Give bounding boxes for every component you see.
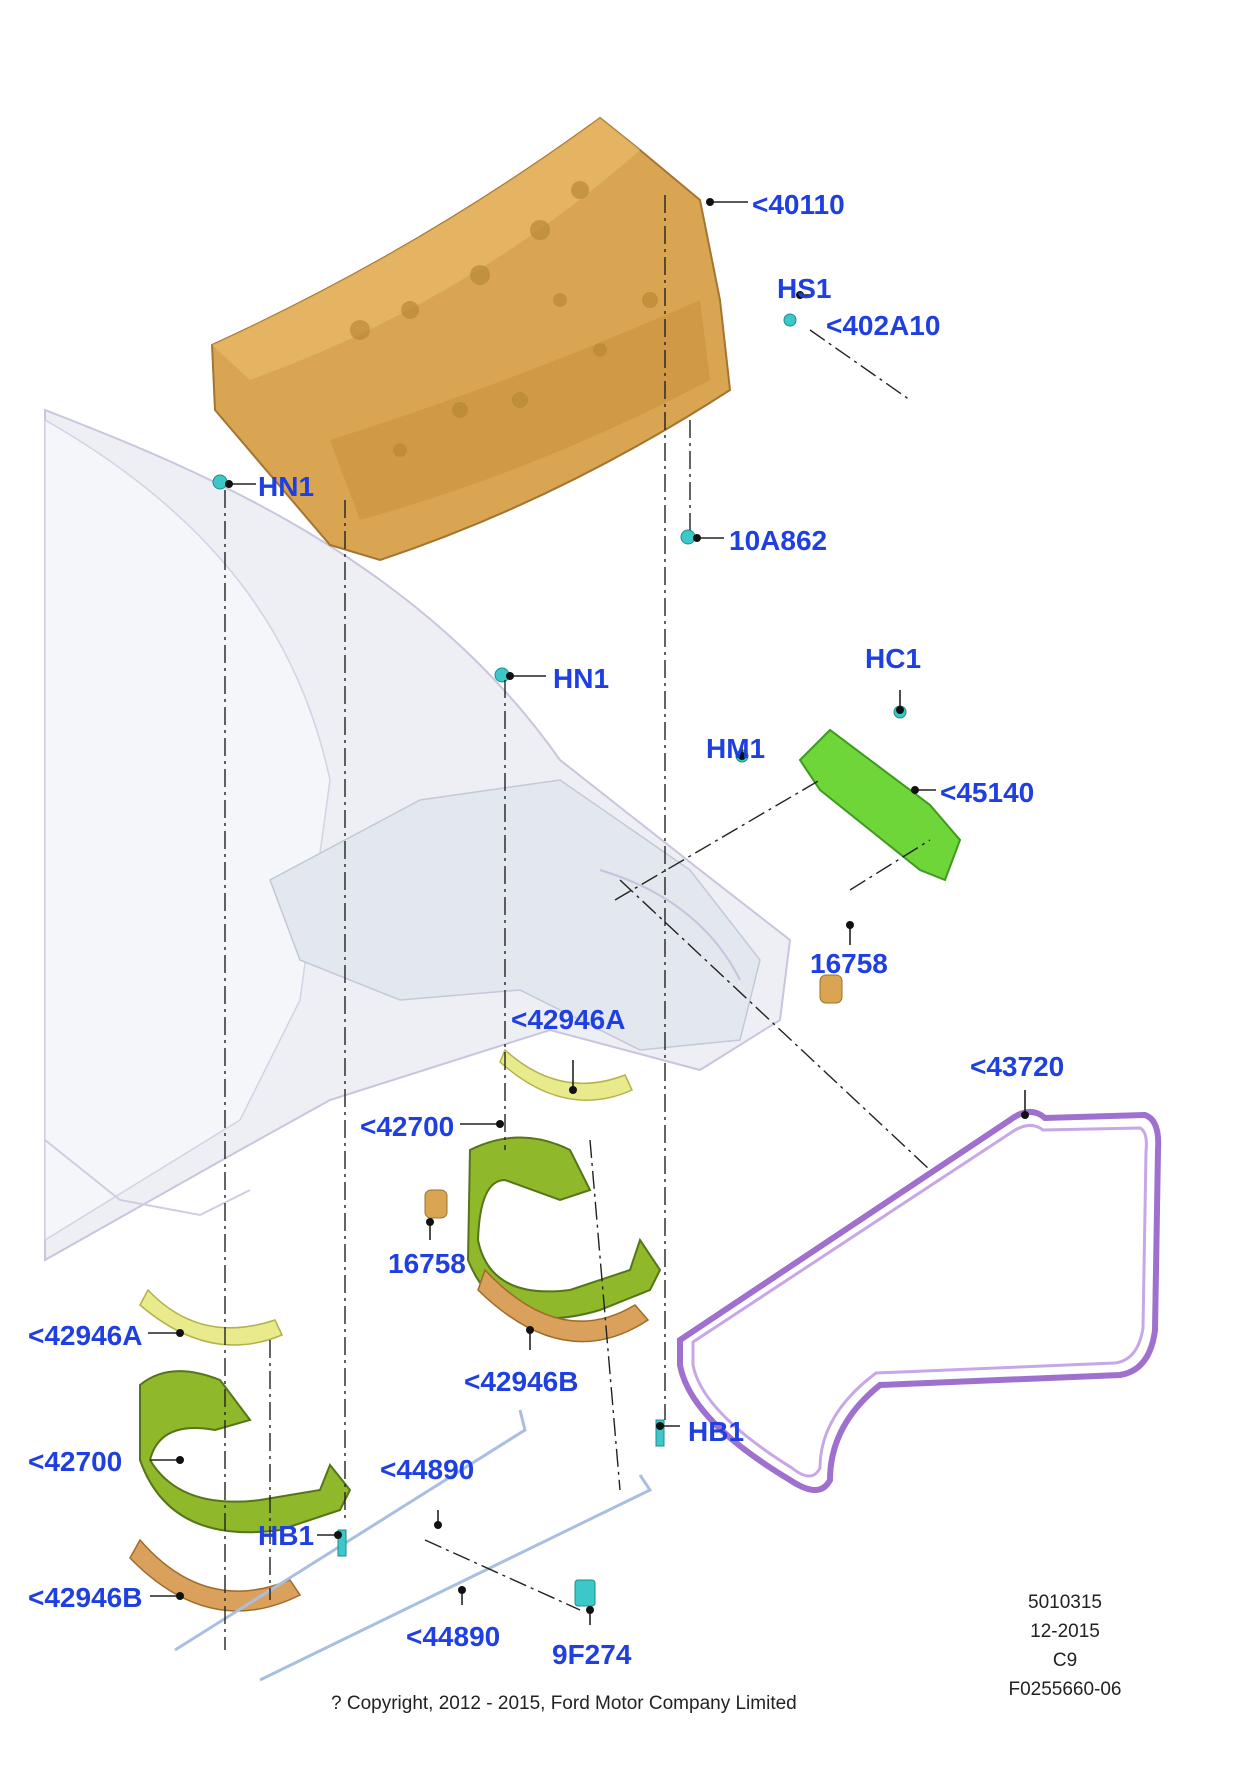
callout-16758-right: 16758 [810,948,888,979]
hinge-left-part [139,1370,352,1534]
callout-42946a-left: <42946A [28,1320,143,1351]
bracket-45140-part [798,728,962,882]
callout-402a10: <402A10 [826,310,941,341]
callout-hn1-top: HN1 [258,471,315,502]
callout-hm1: HM1 [706,733,766,764]
callout-16758-mid: 16758 [388,1248,466,1279]
decklid-part [210,116,732,562]
callout-9f274: 9F274 [552,1639,632,1670]
reference-figure: F0255660-06 [1008,1679,1122,1700]
callout-45140: <45140 [940,777,1035,808]
alignment-lines [224,195,931,1650]
weatherstrip-part [677,1109,1162,1493]
fasteners [212,313,907,1607]
callout-hc1: HC1 [865,643,922,674]
callout-43720: <43720 [970,1051,1065,1082]
arc-trims [129,1048,650,1612]
callout-42946b-right: <42946B [464,1366,579,1397]
reference-code: C9 [1052,1650,1078,1671]
callout-44890-bottom: <44890 [406,1621,501,1652]
callout-42946a-right: <42946A [511,1004,626,1035]
copyright-notice: ? Copyright, 2012 - 2015, Ford Motor Com… [331,1693,797,1714]
callout-44890-top: <44890 [380,1454,475,1485]
reference-date: 12-2015 [1030,1621,1100,1642]
reference-block: 5010315 12-2015 C9 F0255660-06 [990,1588,1140,1704]
callout-hb1-right: HB1 [688,1416,745,1447]
callout-40110: <40110 [752,189,845,220]
vehicle-body [44,408,792,1262]
leader-dots [176,198,1029,1614]
callout-hn1-mid: HN1 [553,663,610,694]
callout-42946b-left: <42946B [28,1582,143,1613]
callout-10a862: 10A862 [729,525,828,556]
callout-42700-left: <42700 [28,1446,123,1477]
callout-42700-right: <42700 [360,1111,455,1142]
support-rods [174,1409,653,1682]
callout-hb1-left: HB1 [258,1520,315,1551]
bumpers-16758 [424,974,843,1219]
reference-number: 5010315 [1028,1592,1102,1613]
callout-hs1: HS1 [777,273,832,304]
